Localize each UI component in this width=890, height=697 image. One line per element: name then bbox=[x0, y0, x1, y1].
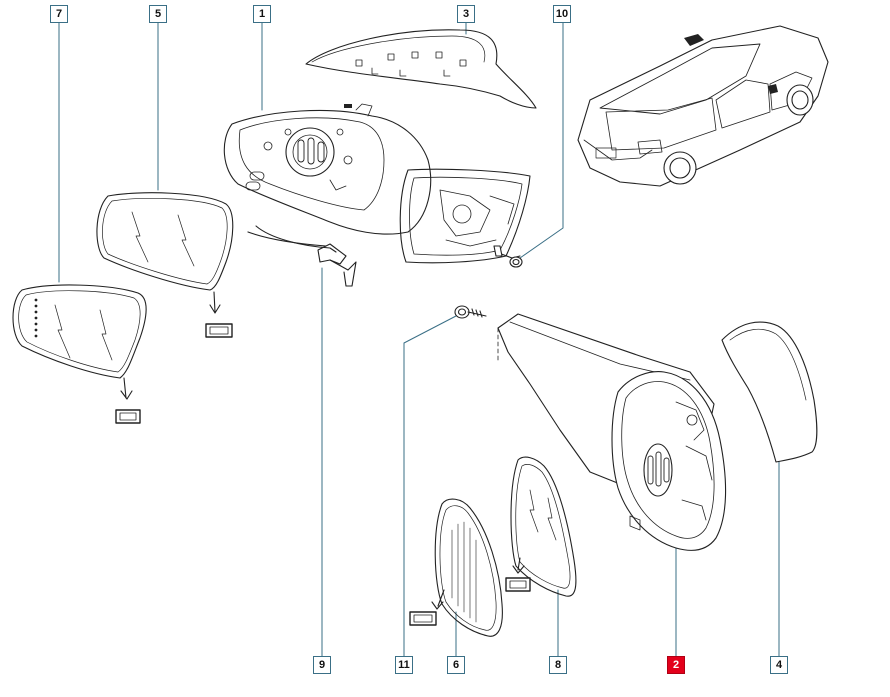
part-4-mirror-cover-lower bbox=[721, 321, 818, 463]
part-9-connector bbox=[247, 231, 327, 247]
part-10-screw bbox=[493, 245, 523, 268]
callout-8[interactable]: 8 bbox=[549, 656, 567, 674]
part-11-screw bbox=[454, 305, 487, 319]
part-6-mirror-glass-heated bbox=[409, 498, 503, 637]
part-7-mirror-glass-indicator bbox=[12, 284, 147, 424]
callout-1[interactable]: 1 bbox=[253, 5, 271, 23]
leader-11 bbox=[403, 315, 457, 657]
callout-5[interactable]: 5 bbox=[149, 5, 167, 23]
part-2-mirror-body bbox=[497, 313, 727, 551]
callout-6[interactable]: 6 bbox=[447, 656, 465, 674]
callout-2-selected[interactable]: 2 bbox=[667, 656, 685, 674]
callout-4[interactable]: 4 bbox=[770, 656, 788, 674]
callout-10[interactable]: 10 bbox=[553, 5, 571, 23]
callout-7[interactable]: 7 bbox=[50, 5, 68, 23]
callout-11[interactable]: 11 bbox=[395, 656, 413, 674]
leader-lines bbox=[58, 20, 780, 657]
part-5-mirror-glass bbox=[96, 192, 234, 338]
part-1-mirror-housing bbox=[223, 103, 531, 287]
callout-9[interactable]: 9 bbox=[313, 656, 331, 674]
part-3-mirror-cover-upper bbox=[305, 29, 537, 109]
part-8-mirror-glass-lower bbox=[505, 456, 577, 597]
callout-3[interactable]: 3 bbox=[457, 5, 475, 23]
leader-10 bbox=[519, 20, 564, 259]
vehicle-location-thumbnail bbox=[577, 25, 829, 187]
